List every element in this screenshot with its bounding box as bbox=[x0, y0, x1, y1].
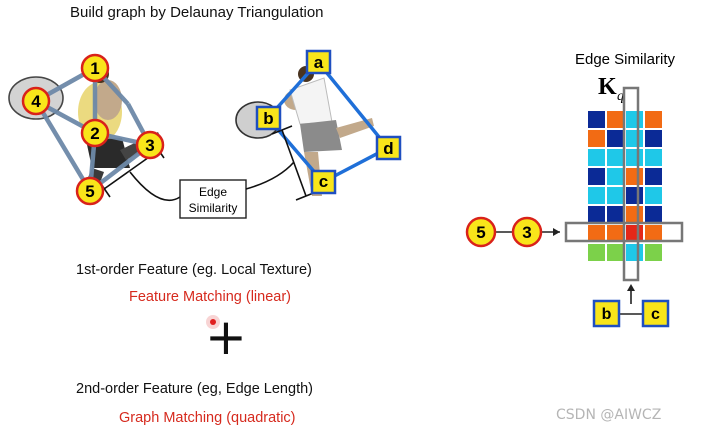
right-player-figure: a b d c bbox=[235, 49, 402, 201]
matrix-cell bbox=[607, 149, 624, 166]
matrix-cell bbox=[626, 187, 643, 204]
graph-matching-label: Graph Matching (quadratic) bbox=[119, 410, 296, 426]
matrix-cell bbox=[626, 225, 643, 242]
matrix-cell bbox=[626, 111, 643, 128]
right-node-b: b bbox=[255, 105, 282, 131]
svg-text:d: d bbox=[383, 139, 393, 158]
plus-sign: + bbox=[205, 308, 247, 366]
left-node-2: 2 bbox=[80, 118, 110, 148]
matrix-cell bbox=[588, 225, 605, 242]
svg-text:5: 5 bbox=[85, 182, 94, 201]
matrix-cell bbox=[645, 130, 662, 147]
edge-similarity-matrix: Edge Similarity K q bbox=[564, 51, 684, 282]
right-node-a: a bbox=[305, 49, 332, 75]
query-node-c: c bbox=[641, 299, 670, 328]
matrix-cell bbox=[607, 130, 624, 147]
matrix-cell bbox=[588, 168, 605, 185]
left-player-figure: 1 4 2 3 5 bbox=[8, 53, 181, 206]
svg-text:b: b bbox=[602, 306, 612, 323]
matrix-cell bbox=[607, 111, 624, 128]
matrix-cell bbox=[645, 206, 662, 223]
second-order-feature: 2nd-order Feature (eg, Edge Length) bbox=[76, 381, 313, 397]
svg-text:5: 5 bbox=[476, 223, 485, 242]
edge-query-right: b c bbox=[592, 284, 670, 328]
edge-query-left: 5 3 bbox=[465, 216, 560, 248]
svg-text:c: c bbox=[319, 172, 328, 191]
svg-text:Edge: Edge bbox=[199, 185, 227, 199]
matrix-title: Edge Similarity bbox=[575, 51, 676, 68]
first-order-feature: 1st-order Feature (eg. Local Texture) bbox=[76, 262, 312, 278]
query-node-5: 5 bbox=[465, 216, 497, 248]
left-node-3: 3 bbox=[135, 130, 165, 160]
left-node-5: 5 bbox=[75, 176, 105, 206]
svg-text:b: b bbox=[263, 109, 273, 128]
matrix-symbol: K bbox=[598, 74, 617, 100]
left-node-4: 4 bbox=[21, 86, 51, 116]
right-node-d: d bbox=[375, 135, 402, 161]
edge-similarity-box: Edge Similarity bbox=[179, 179, 247, 219]
matrix-cell bbox=[645, 168, 662, 185]
matrix-cell bbox=[645, 149, 662, 166]
left-node-1: 1 bbox=[80, 53, 110, 83]
matrix-subscript: q bbox=[617, 89, 624, 104]
svg-text:Similarity: Similarity bbox=[189, 201, 238, 215]
svg-text:1: 1 bbox=[90, 59, 99, 78]
svg-text:4: 4 bbox=[31, 92, 41, 111]
query-node-3: 3 bbox=[511, 216, 543, 248]
matrix-cell bbox=[588, 187, 605, 204]
matrix-cell bbox=[626, 168, 643, 185]
svg-text:c: c bbox=[651, 306, 660, 323]
feature-matching-label: Feature Matching (linear) bbox=[129, 289, 291, 305]
matrix-cell bbox=[645, 244, 662, 261]
page-title: Build graph by Delaunay Triangulation bbox=[70, 4, 324, 21]
cursor-dot bbox=[206, 315, 220, 329]
svg-text:3: 3 bbox=[145, 136, 154, 155]
svg-text:2: 2 bbox=[90, 124, 99, 143]
svg-text:a: a bbox=[314, 53, 324, 72]
right-node-c: c bbox=[310, 169, 337, 195]
matrix-cell bbox=[645, 111, 662, 128]
matrix-cell bbox=[626, 149, 643, 166]
matrix-cell bbox=[626, 130, 643, 147]
matrix-cell bbox=[607, 244, 624, 261]
matrix-cell bbox=[588, 206, 605, 223]
matrix-cell bbox=[588, 130, 605, 147]
matrix-cell bbox=[588, 149, 605, 166]
query-node-b: b bbox=[592, 299, 621, 328]
matrix-cell bbox=[626, 206, 643, 223]
matrix-cell bbox=[645, 187, 662, 204]
matrix-cell bbox=[645, 225, 662, 242]
matrix-cell bbox=[588, 111, 605, 128]
watermark: CSDN @AIWCZ bbox=[556, 407, 662, 423]
svg-text:3: 3 bbox=[522, 223, 531, 242]
matrix-cell bbox=[588, 244, 605, 261]
column-highlight bbox=[622, 86, 640, 282]
matrix-cell bbox=[607, 187, 624, 204]
matrix-cell bbox=[607, 168, 624, 185]
matrix-cell bbox=[607, 225, 624, 242]
matrix-cell bbox=[607, 206, 624, 223]
matrix-cell bbox=[626, 244, 643, 261]
